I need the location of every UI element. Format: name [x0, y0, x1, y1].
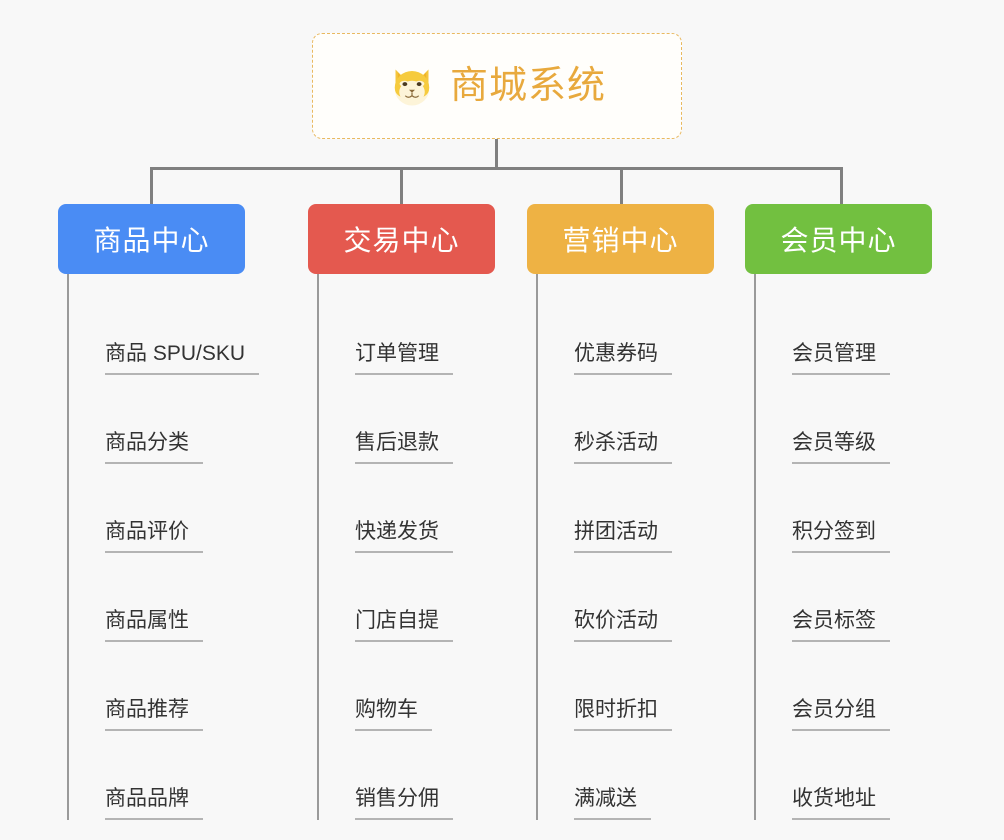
list-item[interactable]: 商品品牌 [69, 731, 245, 820]
branch-column-2: 交易中心 订单管理 售后退款 快递发货 门店自提 购物车 销售分佣 [308, 204, 495, 820]
list-item[interactable]: 会员标签 [756, 553, 932, 642]
branch-column-4: 会员中心 会员管理 会员等级 积分签到 会员标签 会员分组 收货地址 [745, 204, 932, 820]
item-label: 商品推荐 [105, 697, 203, 731]
item-list-1: 商品 SPU/SKU 商品分类 商品评价 商品属性 商品推荐 商品品牌 [67, 274, 260, 820]
category-label-4: 会员中心 [780, 225, 897, 256]
list-item[interactable]: 会员管理 [756, 286, 932, 375]
root-node[interactable]: 商城系统 [312, 33, 682, 139]
item-label: 商品 SPU/SKU [105, 341, 260, 375]
list-item[interactable]: 优惠券码 [538, 286, 714, 375]
root-title: 商城系统 [449, 65, 606, 107]
list-item[interactable]: 满减送 [538, 731, 714, 820]
branch-column-3: 营销中心 优惠券码 秒杀活动 拼团活动 砍价活动 限时折扣 满减送 [527, 204, 714, 820]
connector-horizontal-bus [150, 167, 843, 170]
item-list-3: 优惠券码 秒杀活动 拼团活动 砍价活动 限时折扣 满减送 [536, 274, 714, 820]
list-item[interactable]: 拼团活动 [538, 464, 714, 553]
item-label: 会员标签 [792, 608, 890, 642]
item-label: 门店自提 [355, 608, 453, 642]
category-box-4[interactable]: 会员中心 [745, 204, 932, 274]
category-label-1: 商品中心 [93, 225, 210, 256]
list-item[interactable]: 收货地址 [756, 731, 932, 820]
item-label: 销售分佣 [355, 786, 453, 820]
item-label: 拼团活动 [574, 519, 672, 553]
item-label: 优惠券码 [574, 341, 672, 375]
list-item[interactable]: 商品属性 [69, 553, 245, 642]
item-label: 购物车 [355, 697, 432, 731]
connector-branch-1 [150, 167, 153, 204]
list-item[interactable]: 快递发货 [319, 464, 495, 553]
item-label: 会员分组 [792, 697, 890, 731]
item-label: 商品分类 [105, 430, 203, 464]
connector-root-stem [495, 139, 498, 169]
item-label: 会员等级 [792, 430, 890, 464]
list-item[interactable]: 砍价活动 [538, 553, 714, 642]
list-item[interactable]: 会员等级 [756, 375, 932, 464]
list-item[interactable]: 销售分佣 [319, 731, 495, 820]
list-item[interactable]: 购物车 [319, 642, 495, 731]
list-item[interactable]: 商品分类 [69, 375, 245, 464]
list-item[interactable]: 商品 SPU/SKU [69, 286, 260, 375]
item-label: 售后退款 [355, 430, 453, 464]
list-item[interactable]: 订单管理 [319, 286, 495, 375]
shiba-dog-icon [394, 69, 430, 106]
item-label: 快递发货 [355, 519, 453, 553]
list-item[interactable]: 商品推荐 [69, 642, 245, 731]
item-label: 商品评价 [105, 519, 203, 553]
item-list-2: 订单管理 售后退款 快递发货 门店自提 购物车 销售分佣 [317, 274, 495, 820]
connector-branch-3 [620, 167, 623, 204]
category-box-2[interactable]: 交易中心 [308, 204, 495, 274]
item-label: 满减送 [574, 786, 651, 820]
list-item[interactable]: 积分签到 [756, 464, 932, 553]
item-label: 会员管理 [792, 341, 890, 375]
category-box-3[interactable]: 营销中心 [527, 204, 714, 274]
category-label-2: 交易中心 [343, 225, 460, 256]
item-label: 商品品牌 [105, 786, 203, 820]
list-item[interactable]: 门店自提 [319, 553, 495, 642]
branch-column-1: 商品中心 商品 SPU/SKU 商品分类 商品评价 商品属性 商品推荐 商品品牌 [58, 204, 260, 820]
list-item[interactable]: 商品评价 [69, 464, 245, 553]
item-list-4: 会员管理 会员等级 积分签到 会员标签 会员分组 收货地址 [754, 274, 932, 820]
item-label: 商品属性 [105, 608, 203, 642]
list-item[interactable]: 秒杀活动 [538, 375, 714, 464]
item-label: 砍价活动 [574, 608, 672, 642]
item-label: 订单管理 [355, 341, 453, 375]
item-label: 收货地址 [792, 786, 890, 820]
item-label: 限时折扣 [574, 697, 672, 731]
category-label-3: 营销中心 [562, 225, 679, 256]
connector-branch-2 [400, 167, 403, 204]
list-item[interactable]: 会员分组 [756, 642, 932, 731]
category-box-1[interactable]: 商品中心 [58, 204, 245, 274]
connector-branch-4 [840, 167, 843, 204]
item-label: 秒杀活动 [574, 430, 672, 464]
item-label: 积分签到 [792, 519, 890, 553]
list-item[interactable]: 限时折扣 [538, 642, 714, 731]
list-item[interactable]: 售后退款 [319, 375, 495, 464]
